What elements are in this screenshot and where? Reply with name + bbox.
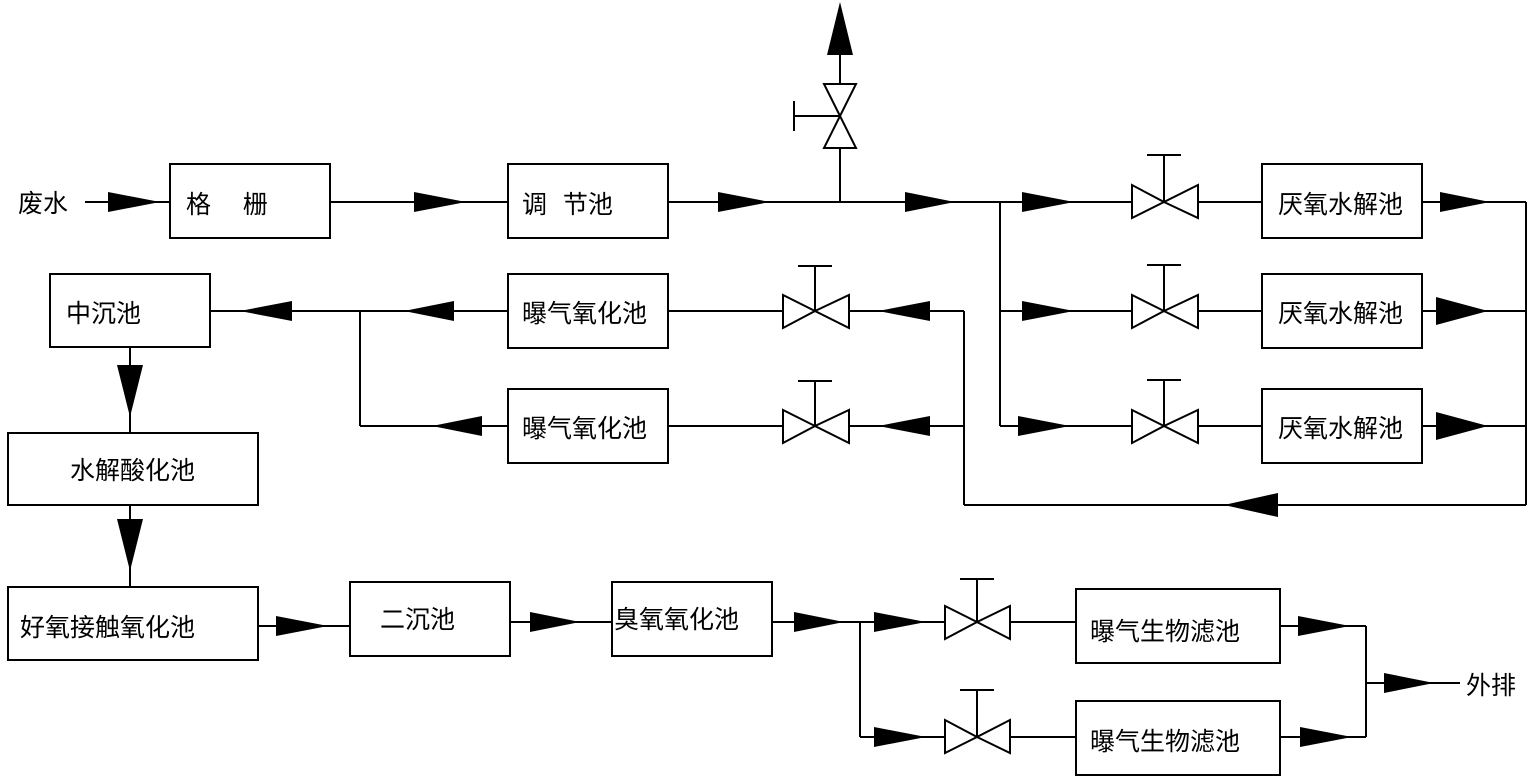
- arrow-aeration-1-out: [404, 301, 454, 321]
- arrow-filter-out-2: [1300, 727, 1352, 747]
- equalization-tank-box: 调 节池: [507, 163, 669, 239]
- arrow-anaerobic-out-2: [1436, 297, 1488, 325]
- grille-label: 格 栅: [186, 190, 268, 219]
- arrow-branch-2: [1022, 301, 1074, 321]
- anaerobic-hydrolysis-tank-2-label: 厌氧水解池: [1278, 299, 1403, 328]
- biological-aerated-filter-1-label: 曝气生物滤池: [1090, 617, 1240, 646]
- intermediate-settling-tank-label: 中沉池: [66, 299, 141, 328]
- ozone-oxidation-tank-label: 臭氧氧化池: [614, 605, 739, 634]
- ozone-oxidation-tank-box: 臭氧氧化池: [611, 581, 773, 657]
- aerobic-contact-oxidation-tank-label: 好氧接触氧化池: [20, 613, 195, 642]
- arrow-anaerobic-out-1: [1440, 192, 1490, 212]
- aeration-oxidation-tank-2-label: 曝气氧化池: [522, 414, 647, 443]
- arrow-into-aeration-valve-1: [878, 301, 930, 321]
- anaerobic-hydrolysis-tank-3-box: 厌氧水解池: [1261, 388, 1423, 464]
- arrow-filter-out-1: [1298, 616, 1350, 636]
- aerobic-contact-oxidation-tank-box: 好氧接触氧化池: [7, 586, 259, 661]
- arrow-vent-up: [827, 2, 853, 55]
- arrow-anaerobic-out-3: [1436, 412, 1488, 440]
- arrow-to-split: [905, 192, 955, 212]
- biological-aerated-filter-2-box: 曝气生物滤池: [1075, 700, 1281, 776]
- arrow-filter-branch-2: [874, 727, 926, 747]
- anaerobic-hydrolysis-tank-2-box: 厌氧水解池: [1261, 273, 1423, 349]
- vent-valve-icon: [793, 83, 858, 149]
- arrow-into-aeration-valve-2: [878, 416, 930, 436]
- arrow-aeration-2-out: [432, 416, 482, 436]
- anaerobic-hydrolysis-tank-3-label: 厌氧水解池: [1278, 414, 1403, 443]
- intermediate-settling-tank-box: 中沉池: [49, 273, 211, 348]
- arrow-to-ozone: [530, 612, 580, 632]
- valve-anaerobic-1-icon: [1131, 154, 1199, 220]
- anaerobic-hydrolysis-tank-1-box: 厌氧水解池: [1261, 163, 1423, 239]
- secondary-settling-tank-label: 二沉池: [380, 605, 455, 634]
- arrow-branch-3: [1018, 416, 1070, 436]
- anaerobic-hydrolysis-tank-1-label: 厌氧水解池: [1278, 190, 1403, 219]
- valve-filter-2-icon: [944, 689, 1011, 755]
- arrow-to-aerobic: [117, 519, 143, 571]
- arrow-branch-1: [1022, 192, 1074, 212]
- arrow-to-intermediate-settling: [240, 301, 292, 321]
- arrow-input: [108, 192, 160, 212]
- flow-arrows: [108, 2, 1490, 747]
- aeration-oxidation-tank-2-box: 曝气氧化池: [507, 388, 669, 464]
- discharge-output-label: 外排: [1466, 671, 1516, 700]
- equalization-tank-label: 调 节池: [522, 190, 613, 219]
- aeration-oxidation-tank-1-box: 曝气氧化池: [507, 273, 669, 349]
- hydrolysis-acidification-tank-label: 水解酸化池: [70, 456, 195, 485]
- hydrolysis-acidification-tank-box: 水解酸化池: [7, 432, 259, 506]
- biological-aerated-filter-1-box: 曝气生物滤池: [1075, 588, 1281, 664]
- arrow-from-equalization: [718, 192, 770, 212]
- arrow-to-secondary: [276, 616, 328, 636]
- arrow-discharge: [1384, 673, 1434, 693]
- valve-aeration-1-icon: [782, 265, 850, 330]
- valve-anaerobic-2-icon: [1131, 264, 1199, 330]
- aeration-oxidation-tank-1-label: 曝气氧化池: [522, 299, 647, 328]
- biological-aerated-filter-2-label: 曝气生物滤池: [1090, 727, 1240, 756]
- arrow-to-equalization: [414, 192, 466, 212]
- grille-box: 格 栅: [169, 163, 331, 239]
- arrow-from-ozone: [794, 612, 844, 632]
- arrow-filter-branch-1: [874, 612, 926, 632]
- valve-anaerobic-3-icon: [1131, 379, 1199, 445]
- arrow-return-bottom: [1224, 493, 1278, 517]
- valve-aeration-2-icon: [782, 380, 850, 445]
- secondary-settling-tank-box: 二沉池: [349, 581, 511, 657]
- wastewater-input-label: 废水: [18, 189, 68, 218]
- arrow-to-hydrolysis: [117, 365, 143, 417]
- valve-filter-1-icon: [944, 578, 1011, 641]
